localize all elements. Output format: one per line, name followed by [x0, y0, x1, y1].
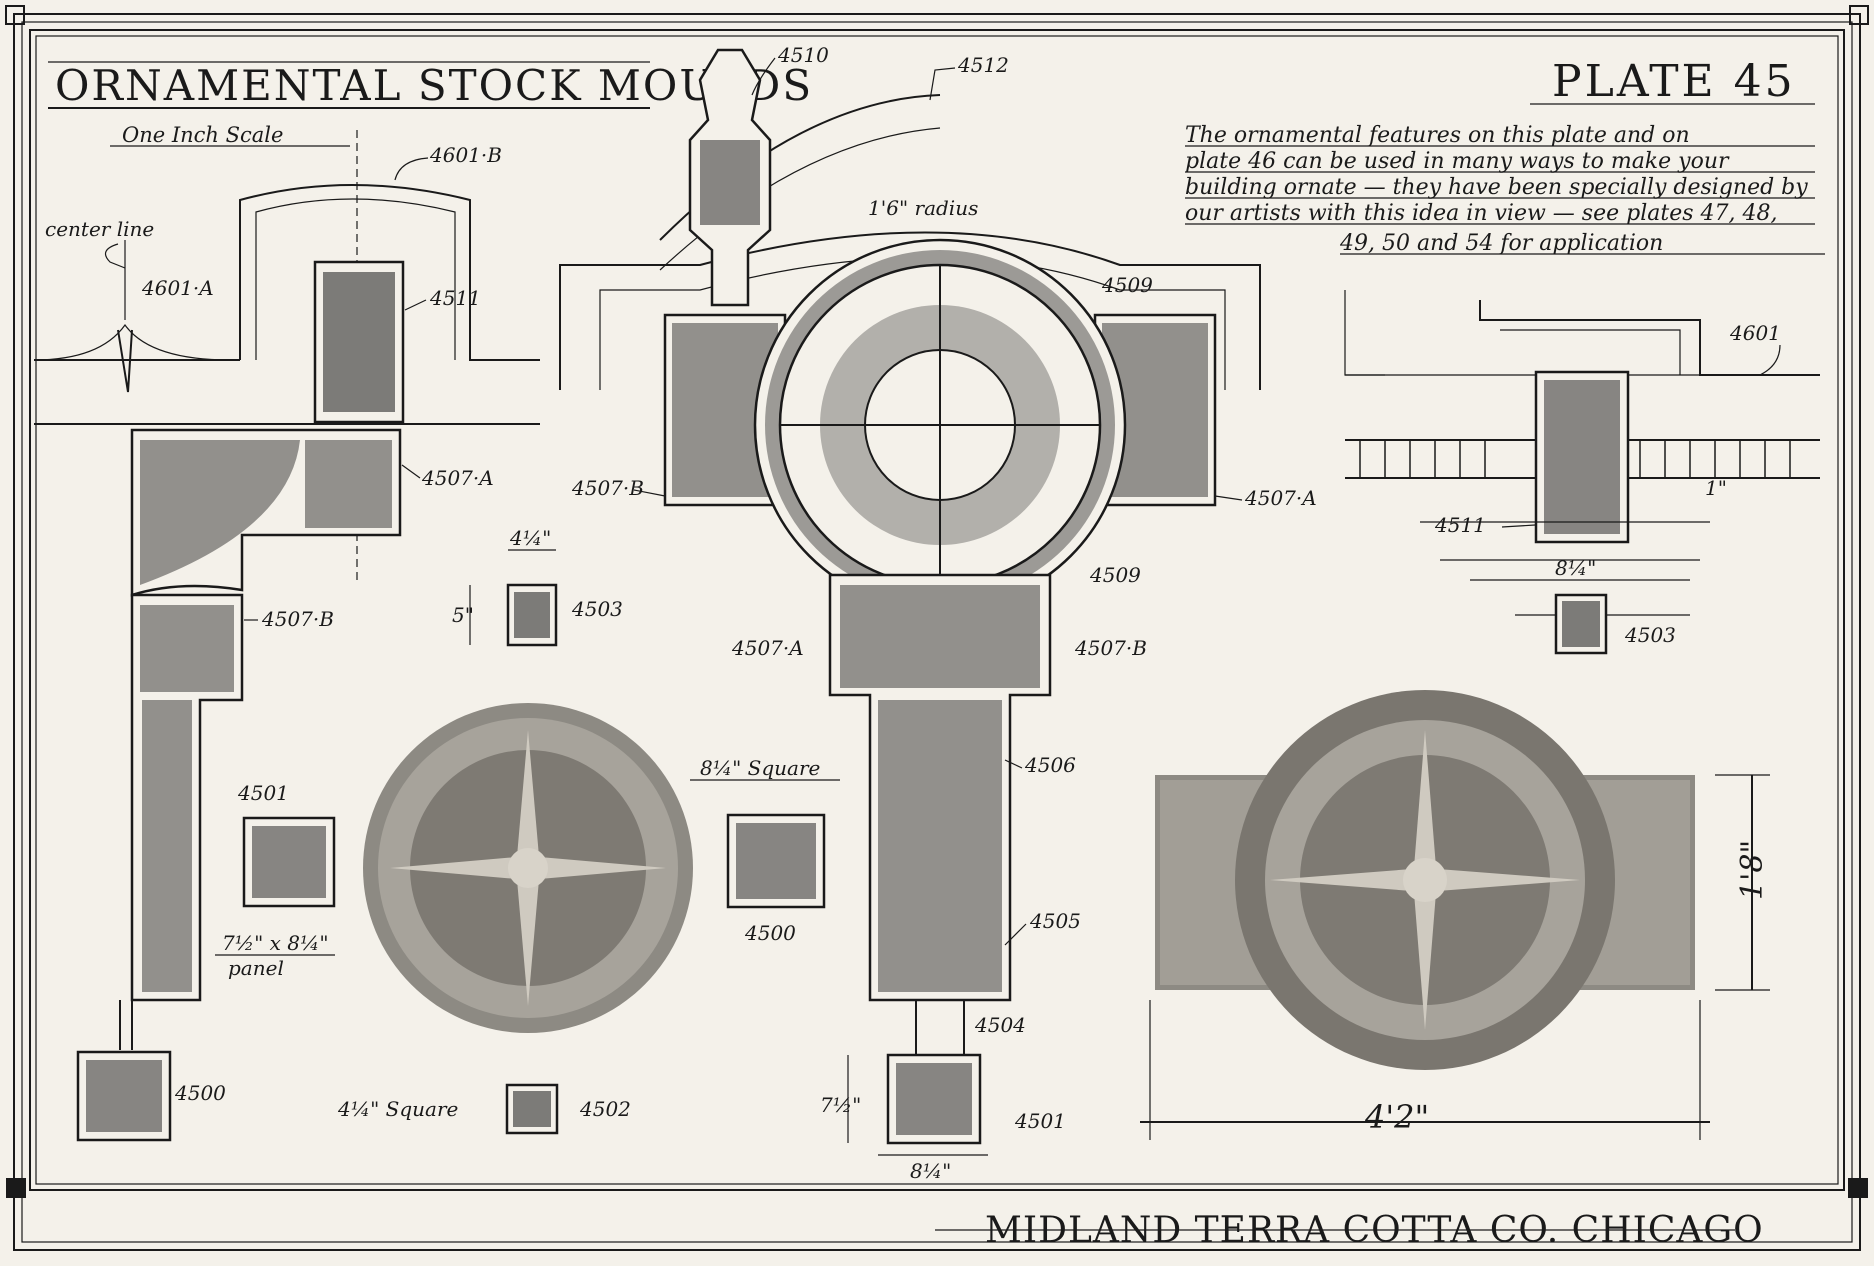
plate-title: ORNAMENTAL STOCK MOULDS	[55, 61, 813, 110]
left-elevation: center line 4601·A 4601·B 4511 4507·A 45…	[33, 130, 540, 1142]
note-line-2: plate 46 can be used in many ways to mak…	[1185, 149, 1730, 174]
label-4601-b: 4601·B	[429, 143, 502, 167]
label-dim-5: 5"	[452, 603, 474, 627]
label-panel: panel	[228, 956, 284, 980]
label-dim-8q-right: 8¼"	[1555, 556, 1596, 580]
note-line-4: our artists with this idea in view — see…	[1185, 201, 1777, 226]
label-4504: 4504	[974, 1013, 1026, 1037]
label-panel-size: 7½" x 8¼"	[222, 931, 329, 955]
label-4500-left: 4500	[174, 1081, 226, 1105]
label-4503-right: 4503	[1624, 623, 1676, 647]
panel-4502: 4¼" Square 4502	[337, 1083, 631, 1135]
label-4502: 4502	[579, 1097, 631, 1121]
label-dim-1-8: 1'8"	[1735, 840, 1770, 900]
label-dim-1: 1"	[1705, 476, 1727, 500]
label-4512: 4512	[957, 53, 1009, 77]
label-4511-left: 4511	[429, 286, 481, 310]
label-4507-a-low: 4507·A	[731, 636, 804, 660]
center-elevation: 4510 4512 1'6" radius 4509 4507·B 4507·A…	[559, 43, 1317, 1183]
label-4509-mid: 4509	[1089, 563, 1141, 587]
plate-note: The ornamental features on this plate an…	[1185, 123, 1825, 256]
label-4511-right: 4511	[1434, 513, 1486, 537]
label-4500-mid: 4500	[744, 921, 796, 945]
label-8q-square: 8¼" Square	[700, 756, 820, 780]
label-dim-4q: 4¼"	[509, 526, 551, 550]
label-4507-b-low: 4507·B	[1074, 636, 1147, 660]
note-line-3: building ornate — they have been special…	[1185, 175, 1808, 200]
plate-number: PLATE 45	[1552, 56, 1796, 107]
label-4601-right: 4601	[1729, 321, 1781, 345]
label-4509-top: 4509	[1101, 273, 1153, 297]
note-line-1: The ornamental features on this plate an…	[1185, 123, 1690, 148]
label-4510: 4510	[777, 43, 829, 67]
label-4507-a-left: 4507·A	[421, 466, 494, 490]
label-4601-a: 4601·A	[141, 276, 214, 300]
scale-note: One Inch Scale	[122, 123, 283, 147]
note-line-5: 49, 50 and 54 for application	[1339, 231, 1663, 256]
label-dim-8q-mid: 8¼"	[910, 1159, 951, 1183]
label-dim-7h: 7½"	[820, 1093, 861, 1117]
label-4507-b-mid: 4507·B	[571, 476, 644, 500]
label-4q-square: 4¼" Square	[337, 1097, 458, 1121]
photo-medallion-right: 1'8" 4'2"	[1140, 690, 1770, 1140]
plate-border	[5, 5, 1869, 1251]
label-4507-a-mid: 4507·A	[1244, 486, 1317, 510]
label-4507-b-left: 4507·B	[261, 607, 334, 631]
panel-4503-mid: 4¼" 5" 4503	[452, 526, 623, 647]
label-radius: 1'6" radius	[868, 196, 978, 220]
label-4501-left: 4501	[237, 781, 289, 805]
photo-medallion-left	[363, 703, 693, 1033]
label-4503-mid: 4503	[571, 597, 623, 621]
label-dim-4-2: 4'2"	[1364, 1098, 1429, 1136]
label-4505: 4505	[1029, 909, 1081, 933]
panel-4500-mid: 8¼" Square 4500	[690, 756, 840, 945]
label-center-line: center line	[45, 217, 154, 241]
label-4506: 4506	[1024, 753, 1076, 777]
right-detail: 4601 4511 1" 8¼" 4503	[1344, 290, 1820, 655]
panel-4501-left: 4501 7½" x 8¼" panel	[215, 781, 336, 980]
label-4501-mid: 4501	[1014, 1109, 1066, 1133]
